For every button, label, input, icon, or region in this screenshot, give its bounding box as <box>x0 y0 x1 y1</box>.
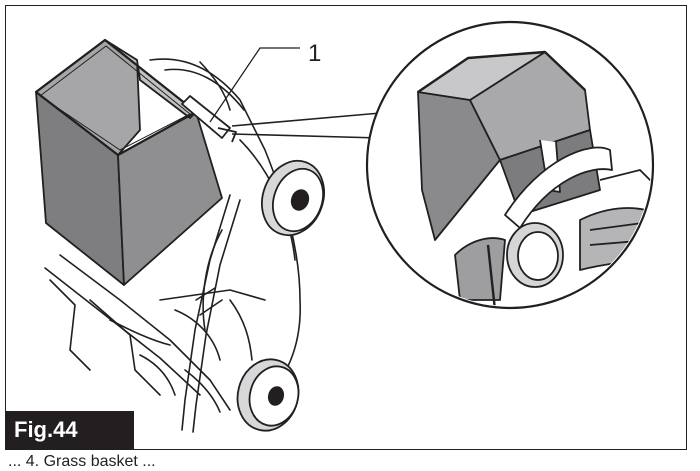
grass-basket <box>34 38 237 286</box>
rear-wheel-upper <box>261 159 325 237</box>
handle <box>181 194 241 433</box>
callout-number: 1 <box>308 40 322 67</box>
rear-wheel-lower <box>236 358 300 432</box>
detail-circle <box>365 20 655 310</box>
caption-fragment: ... 4. Grass basket ... <box>8 453 156 470</box>
detail-connector <box>231 111 393 139</box>
callout-leader <box>209 47 300 123</box>
mower-body <box>44 58 302 413</box>
figure-label: Fig.44 <box>6 411 134 449</box>
